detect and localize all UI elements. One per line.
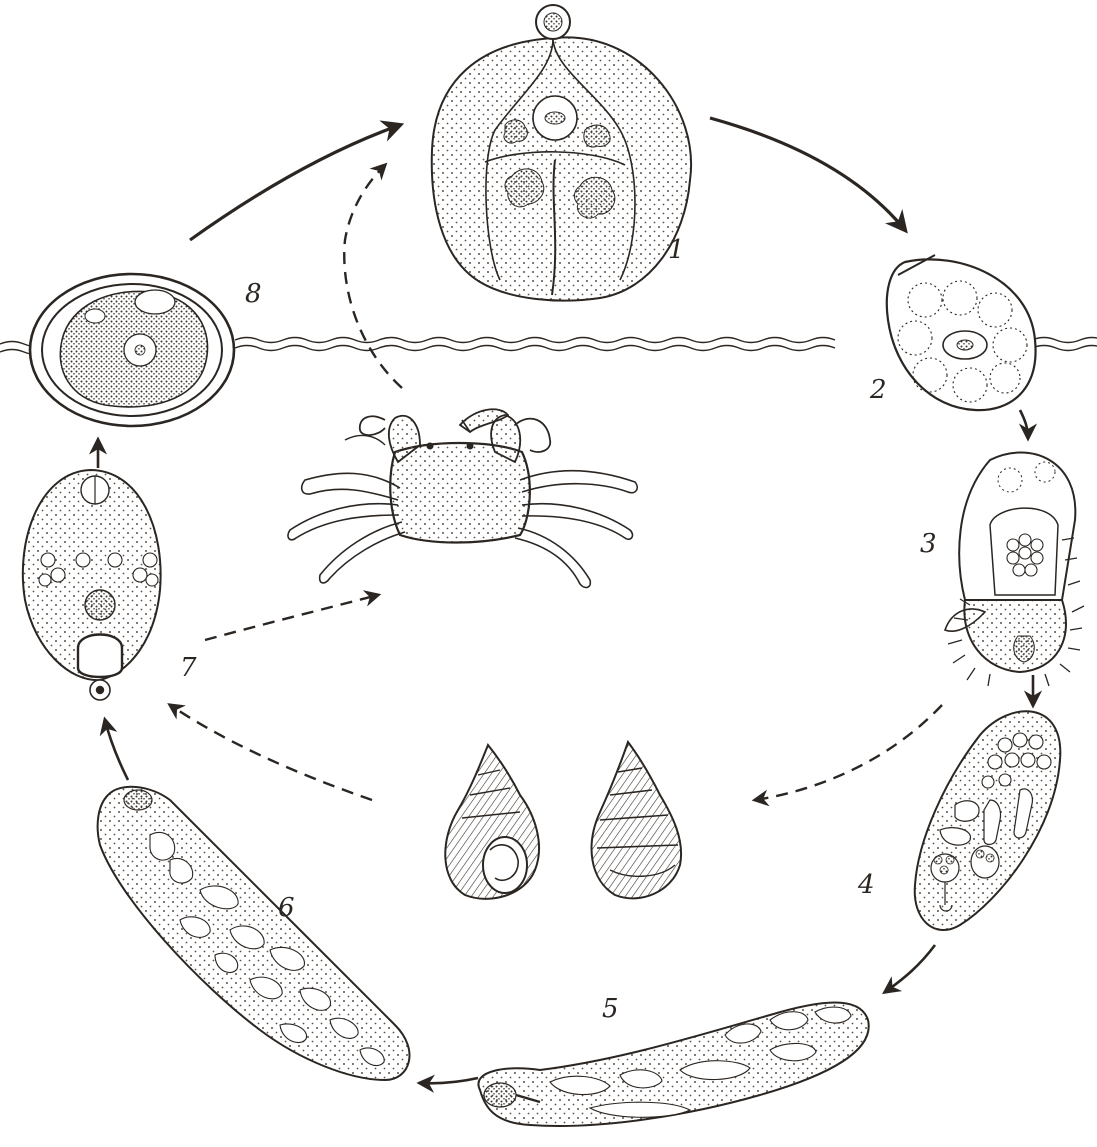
stage-label-8: 8	[245, 279, 262, 309]
stage-label-4: 4	[857, 870, 875, 900]
miracidium-illustration	[945, 453, 1084, 687]
arrow-redia-to-redia	[420, 1078, 478, 1083]
stage-label-5: 5	[602, 994, 619, 1024]
crab-icon	[288, 409, 637, 587]
stage-label-7: 7	[180, 653, 197, 683]
arrow-crab-to-adult	[344, 165, 402, 388]
sporocyst-illustration	[915, 711, 1061, 930]
stage-label-1: 1	[668, 235, 685, 265]
adult-fluke-illustration	[432, 5, 691, 301]
redia-second-generation-illustration	[98, 787, 410, 1080]
snail-icon	[445, 745, 539, 899]
cercaria-illustration	[23, 470, 161, 700]
arrow-redia-to-cercaria	[105, 720, 128, 780]
stage-label-6: 6	[278, 893, 295, 923]
arrow-miracidium-to-snail	[755, 705, 942, 800]
arrow-cercaria-to-crab	[205, 595, 378, 640]
redia-first-generation-illustration	[478, 1003, 868, 1126]
arrow-sporocyst-to-redia	[885, 945, 935, 992]
stage-label-3: 3	[920, 529, 937, 559]
snail-icon	[592, 742, 682, 898]
arrow-snail-to-cercaria	[170, 705, 372, 800]
metacercaria-illustration	[30, 274, 234, 426]
stage-label-2: 2	[869, 375, 887, 405]
arrow-adult-to-egg	[710, 118, 905, 230]
egg-illustration	[887, 255, 1036, 410]
arrow-egg-to-miracidium	[1020, 410, 1028, 438]
